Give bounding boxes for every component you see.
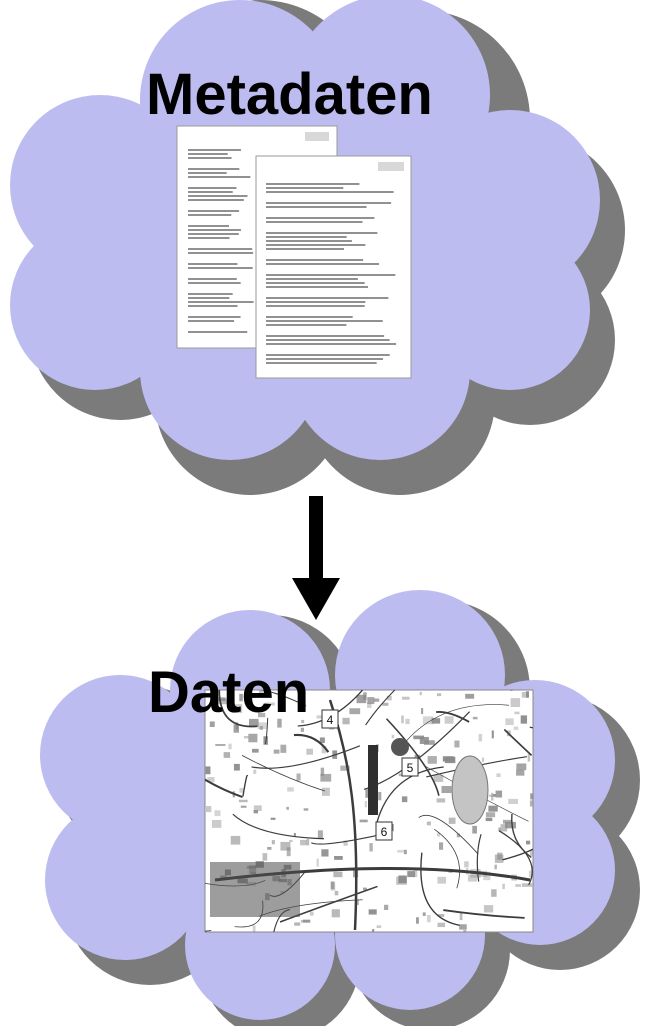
metadata-title: Metadaten <box>146 62 433 127</box>
topographic-map: 4 5 6 <box>204 689 534 933</box>
map-marker-6: 6 <box>375 821 393 841</box>
map-markers: 4 5 6 <box>321 709 419 841</box>
svg-text:6: 6 <box>381 825 388 839</box>
map-marker-5: 5 <box>401 757 419 777</box>
map-marker-4: 4 <box>321 709 339 729</box>
top-cloud <box>10 0 600 460</box>
down-arrow <box>292 496 340 620</box>
data-title: Daten <box>148 660 310 725</box>
svg-text:4: 4 <box>327 713 334 727</box>
svg-text:5: 5 <box>407 761 414 775</box>
metadata-document-front <box>255 155 412 379</box>
